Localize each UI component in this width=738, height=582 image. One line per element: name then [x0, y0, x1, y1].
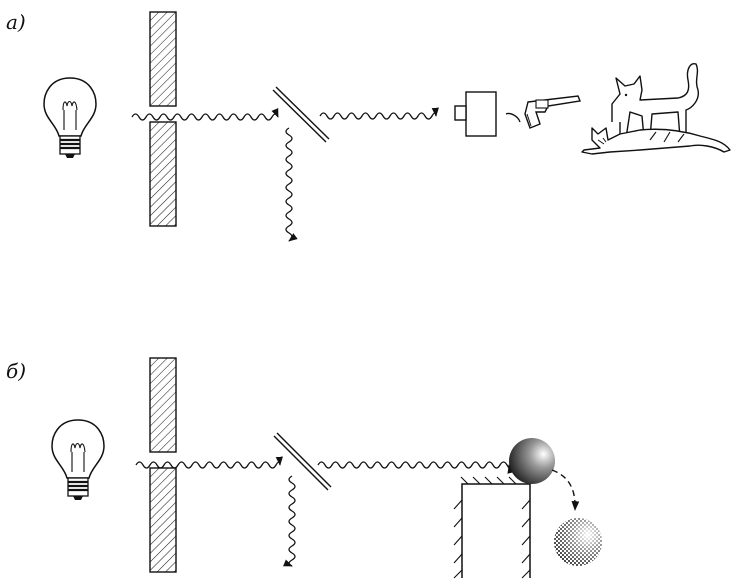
- panel-a-label: а): [6, 10, 26, 34]
- panel-a: [42, 11, 731, 242]
- live-cat-icon: [611, 63, 700, 139]
- detector-icon: [454, 91, 497, 137]
- pedestal-icon: [453, 476, 531, 579]
- panel-b: [50, 357, 602, 579]
- fall-trajectory: [551, 469, 580, 511]
- half-silvered-mirror-icon: [272, 86, 330, 143]
- reflected-wave: [285, 127, 298, 242]
- light-bulb-icon: [42, 76, 98, 160]
- half-silvered-mirror-icon: [273, 432, 332, 491]
- photon-wave: [135, 456, 283, 469]
- reflected-wave: [283, 475, 296, 567]
- transmitted-wave: [319, 107, 439, 120]
- ball-icon: [509, 438, 555, 484]
- falling-ball-icon: [554, 518, 602, 566]
- photon-wave: [131, 108, 279, 121]
- revolver-icon: [505, 95, 581, 129]
- panel-b-label: б): [6, 359, 27, 383]
- dead-cat-icon: [581, 127, 731, 155]
- brick-wall-icon: [149, 357, 177, 573]
- transmitted-wave: [317, 461, 515, 474]
- light-bulb-icon: [50, 418, 106, 502]
